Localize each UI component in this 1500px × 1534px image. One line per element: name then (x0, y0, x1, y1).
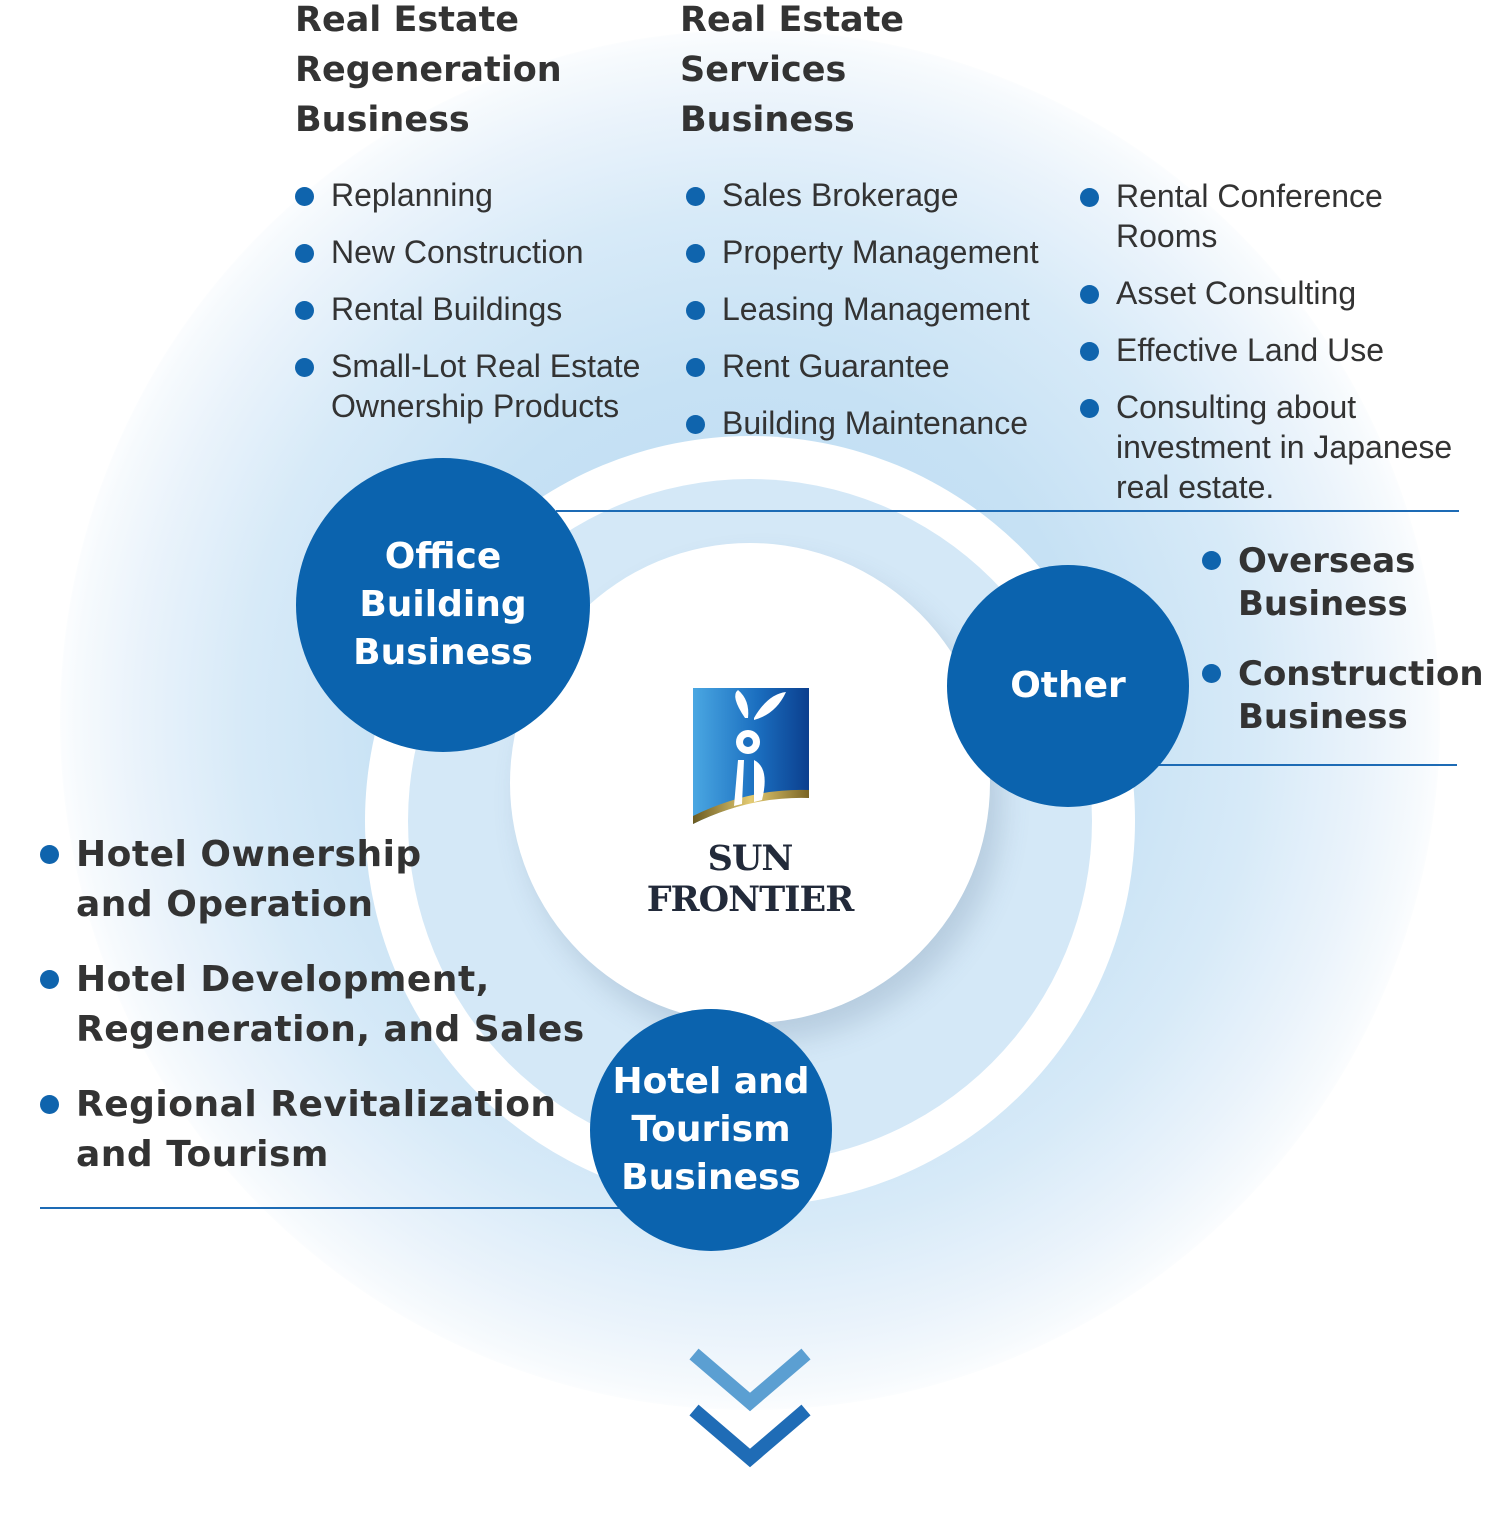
bullet-icon (295, 244, 314, 263)
list-item: Rent Guarantee (686, 346, 1076, 386)
bullet-icon (686, 187, 705, 206)
bullet-icon (1202, 664, 1221, 683)
list-item-label: New Construction (331, 234, 584, 270)
bullet-icon (40, 1095, 59, 1114)
list-item: Leasing Management (686, 289, 1076, 329)
bullet-icon (40, 970, 59, 989)
double-chevron-down-icon (689, 1348, 811, 1468)
list-item-label: Consulting about investment in Japanese … (1116, 389, 1453, 505)
title-line: Services (680, 50, 847, 90)
list-item-label: Construction Business (1238, 654, 1484, 737)
bullet-icon (686, 415, 705, 434)
title-line: Business (295, 100, 470, 140)
list-item: Building Maintenance (686, 403, 1076, 443)
list-item: Consulting about investment in Japanese … (1080, 387, 1490, 507)
list-item: Hotel Development, Regeneration, and Sal… (40, 955, 630, 1055)
divider-line-hotel (40, 1207, 630, 1209)
list-item-label: Rent Guarantee (722, 348, 950, 384)
title-line: Real Estate (295, 0, 520, 40)
bullet-icon (686, 244, 705, 263)
list-item: Overseas Business (1202, 540, 1492, 626)
list-item-label: Replanning (331, 177, 493, 213)
regeneration-title: Real Estate Regeneration Business (295, 0, 562, 145)
list-item-label: Property Management (722, 234, 1039, 270)
list-item-label: Effective Land Use (1116, 332, 1385, 368)
bullet-icon (295, 358, 314, 377)
list-item: New Construction (295, 232, 675, 272)
list-item: Construction Business (1202, 653, 1492, 739)
divider-line-top (556, 510, 1459, 512)
bullet-icon (1080, 399, 1099, 418)
list-item: Asset Consulting (1080, 273, 1490, 313)
list-item-label: Overseas Business (1238, 541, 1416, 624)
brand-wordmark: SUN FRONTIER (646, 838, 855, 920)
list-item: Regional Revitalization and Tourism (40, 1080, 630, 1180)
title-line: Regeneration (295, 50, 562, 90)
bullet-icon (1202, 551, 1221, 570)
list-item: Effective Land Use (1080, 330, 1490, 370)
bullet-icon (686, 358, 705, 377)
list-item-label: Sales Brokerage (722, 177, 959, 213)
bullet-icon (295, 301, 314, 320)
bullet-icon (1080, 285, 1099, 304)
list-item-label: Rental Conference Rooms (1116, 178, 1383, 254)
divider-line-other (1155, 764, 1457, 766)
list-item-label: Building Maintenance (722, 405, 1028, 441)
list-item-label: Small-Lot Real Estate Ownership Products (331, 348, 641, 424)
list-item: Hotel Ownership and Operation (40, 830, 630, 930)
list-item: Sales Brokerage (686, 175, 1076, 215)
bullet-icon (686, 301, 705, 320)
bullet-icon (40, 845, 59, 864)
services-title: Real Estate Services Business (680, 0, 904, 145)
title-line: Real Estate (680, 0, 905, 40)
list-item-label: Leasing Management (722, 291, 1030, 327)
bullet-icon (1080, 342, 1099, 361)
bullet-icon (1080, 188, 1099, 207)
list-item: Rental Buildings (295, 289, 675, 329)
title-line: Business (680, 100, 855, 140)
list-item-label: Rental Buildings (331, 291, 563, 327)
list-item: Rental Conference Rooms (1080, 176, 1490, 256)
bullet-icon (295, 187, 314, 206)
other-bubble: Other (947, 565, 1189, 807)
list-item: Small-Lot Real Estate Ownership Products (295, 346, 675, 426)
list-item-label: Hotel Development, Regeneration, and Sal… (76, 959, 585, 1050)
list-item-label: Regional Revitalization and Tourism (76, 1084, 557, 1175)
sun-frontier-logo: SUN FRONTIER (600, 680, 900, 920)
list-item: Replanning (295, 175, 675, 215)
list-item-label: Asset Consulting (1116, 275, 1357, 311)
list-item-label: Hotel Ownership and Operation (76, 834, 422, 925)
hotel-tourism-bubble: Hotel and Tourism Business (590, 1009, 832, 1251)
sun-frontier-logo-icon (693, 688, 809, 824)
list-item: Property Management (686, 232, 1076, 272)
office-building-bubble: Office Building Business (296, 458, 590, 752)
